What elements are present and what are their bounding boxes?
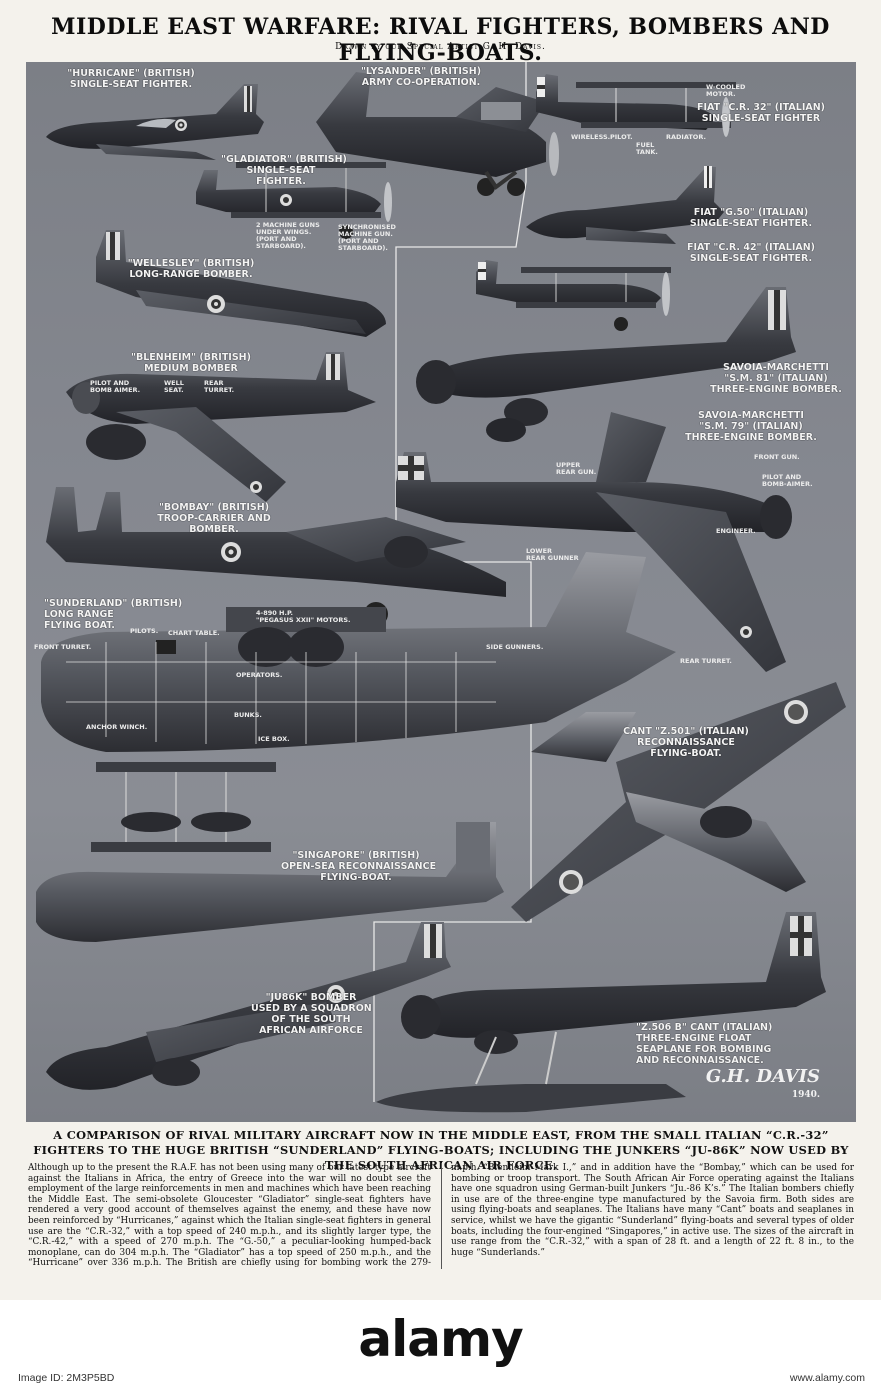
label-wellesley: "WELLESLEY" (BRITISH) LONG-RANGE BOMBER. bbox=[127, 258, 255, 280]
cant-z506-aircraft bbox=[376, 912, 826, 1113]
detail-engineer: ENGINEER. bbox=[716, 527, 756, 535]
detail-front-turret: FRONT TURRET. bbox=[34, 643, 92, 651]
sm79-aircraft bbox=[396, 412, 792, 672]
bombay-aircraft bbox=[46, 487, 506, 626]
site-url: www.alamy.com bbox=[789, 1372, 865, 1384]
label-hurricane: "HURRICANE" (BRITISH) SINGLE-SEAT FIGHTE… bbox=[67, 68, 195, 90]
label-ju86: "JU86K" BOMBER USED BY A SQUADRON OF THE… bbox=[251, 992, 372, 1036]
aircraft-illustration bbox=[36, 62, 846, 1113]
cr42-aircraft bbox=[476, 260, 671, 331]
sunderland-aircraft bbox=[41, 552, 676, 752]
detail-rear-turret: REAR TURRET. bbox=[680, 657, 732, 665]
detail-rear-turret-blenheim: REAR TURRET. bbox=[204, 379, 235, 394]
artist-byline: Drawn by our Special Artist G. H. Davis. bbox=[335, 42, 546, 52]
detail-well-seat: WELL SEAT. bbox=[164, 379, 184, 394]
detail-operators: OPERATORS. bbox=[236, 671, 283, 679]
label-blenheim: "BLENHEIM" (BRITISH) MEDIUM BOMBER bbox=[131, 352, 251, 374]
label-cr32: FIAT "C.R. 32" (ITALIAN) SINGLE-SEAT FIG… bbox=[696, 102, 826, 124]
article-paragraph: Although up to the present the R.A.F. ha… bbox=[28, 1163, 854, 1269]
detail-sync-gun: SYNCHRONISED MACHINE GUN. (PORT AND STAR… bbox=[338, 223, 396, 252]
detail-radiator: RADIATOR. bbox=[666, 133, 706, 141]
alamy-logo: alamy bbox=[358, 1310, 523, 1368]
detail-engines: 4-890 H.P. "PEGASUS XXII" MOTORS. bbox=[256, 609, 351, 624]
singapore-aircraft bbox=[36, 762, 504, 942]
detail-pilot: PILOT. bbox=[610, 133, 633, 141]
image-id: Image ID: 2M3P5BD bbox=[18, 1372, 115, 1384]
detail-lower-rear-gunner: LOWER REAR GUNNER bbox=[526, 547, 579, 562]
detail-fueltank: FUEL TANK. bbox=[636, 141, 658, 156]
label-lysander: "LYSANDER" (BRITISH) ARMY CO-OPERATION. bbox=[360, 66, 482, 88]
detail-bunks: BUNKS. bbox=[234, 711, 262, 719]
detail-chart-table: CHART TABLE. bbox=[168, 629, 220, 637]
label-gladiator: "GLADIATOR" (BRITISH) SINGLE-SEAT FIGHTE… bbox=[221, 154, 347, 187]
label-bombay: "BOMBAY" (BRITISH) TROOP-CARRIER AND BOM… bbox=[157, 502, 271, 535]
detail-upper-rear-gun: UPPER REAR GUN. bbox=[556, 461, 597, 476]
illustration-caption: A COMPARISON OF RIVAL MILITARY AIRCRAFT … bbox=[33, 1128, 849, 1172]
detail-anchor-winch: ANCHOR WINCH. bbox=[86, 723, 148, 731]
detail-ice-box: ICE BOX. bbox=[258, 735, 290, 743]
label-sm81: SAVOIA-MARCHETTI "S.M. 81" (ITALIAN) THR… bbox=[710, 362, 842, 395]
detail-wireless: WIRELESS. bbox=[571, 133, 611, 141]
wellesley-aircraft bbox=[96, 230, 386, 337]
label-sm79: SAVOIA-MARCHETTI "S.M. 79" (ITALIAN) THR… bbox=[685, 410, 817, 443]
lysander-aircraft bbox=[316, 72, 559, 196]
stock-footer bbox=[0, 1300, 881, 1390]
label-cant501: CANT "Z.501" (ITALIAN) RECONNAISSANCE FL… bbox=[623, 726, 749, 759]
detail-wcooled: W-COOLED MOTOR. bbox=[706, 83, 746, 98]
label-cr42: FIAT "C.R. 42" (ITALIAN) SINGLE-SEAT FIG… bbox=[686, 242, 816, 264]
illustration-plate: "HURRICANE" (BRITISH) SINGLE-SEAT FIGHTE… bbox=[26, 62, 856, 1122]
gladiator-aircraft bbox=[196, 162, 392, 239]
article-body: Although up to the present the R.A.F. ha… bbox=[28, 1163, 854, 1269]
page-headline: MIDDLE EAST WARFARE: RIVAL FIGHTERS, BOM… bbox=[51, 14, 830, 66]
label-sunderland: "SUNDERLAND" (BRITISH) LONG RANGE FLYING… bbox=[44, 598, 183, 631]
detail-side-gunners: SIDE GUNNERS. bbox=[486, 643, 544, 651]
blenheim-aircraft bbox=[66, 352, 376, 502]
detail-pilots: PILOTS. bbox=[130, 627, 159, 635]
detail-pilot-bomb-aimer: PILOT AND BOMB-AIMER. bbox=[762, 473, 813, 488]
hurricane-aircraft bbox=[46, 84, 264, 160]
g50-aircraft bbox=[526, 166, 724, 244]
cant-z501-aircraft bbox=[511, 682, 846, 922]
sm81-aircraft bbox=[416, 287, 796, 442]
cr32-aircraft bbox=[536, 74, 736, 137]
label-g50: FIAT "G.50" (ITALIAN) SINGLE-SEAT FIGHTE… bbox=[689, 207, 813, 229]
ju86-aircraft bbox=[46, 922, 451, 1090]
label-z506: "Z.506 B" CANT (ITALIAN) THREE-ENGINE FL… bbox=[636, 1022, 773, 1066]
detail-pilot-bomb: PILOT AND BOMB AIMER. bbox=[90, 379, 141, 394]
detail-guns-under: 2 MACHINE GUNS UNDER WINGS. (PORT AND ST… bbox=[256, 221, 320, 250]
label-singapore: "SINGAPORE" (BRITISH) OPEN-SEA RECONNAIS… bbox=[281, 850, 437, 883]
detail-front-gun: FRONT GUN. bbox=[754, 453, 800, 461]
